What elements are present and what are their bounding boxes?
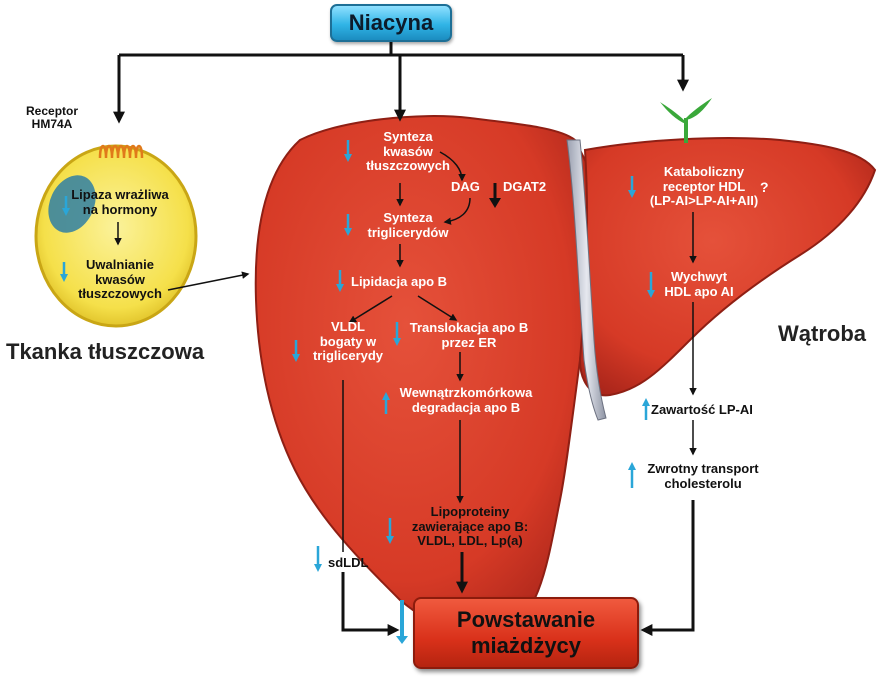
catabolic-line3: (LP-AI>LP-AI+AII)	[649, 193, 759, 209]
decrease-arrow-icon-release	[60, 262, 68, 282]
atherosclerosis-box: Powstawanie miażdżycy	[413, 597, 639, 669]
dgat2-down-arrow	[489, 183, 501, 208]
decrease-arrow-icon-hdl-uptake	[647, 272, 655, 298]
catabolic-receptor-label: Kataboliczny receptor HDL (LP-AI>LP-AI+A…	[640, 164, 768, 209]
lpai-content-label: Zawartość LP-AI	[651, 402, 753, 417]
decrease-arrow-icon-tg-synthesis	[344, 214, 352, 236]
reverse-transport-line2: cholesterolu	[664, 475, 742, 491]
increase-arrow-icon-lpai-content	[642, 398, 650, 420]
release-line1: Uwalnianie	[86, 257, 154, 272]
lipoproteins-label: Lipoproteiny zawierające apo B: VLDL, LD…	[396, 504, 544, 549]
decrease-arrow-icon-atherosclerosis	[396, 600, 408, 644]
degradation-line1: Wewnątrzkomórkowa	[399, 385, 533, 400]
fa-synthesis-line1: Synteza	[383, 129, 433, 144]
tg-synthesis-line1: Synteza	[383, 210, 433, 225]
decrease-arrow-icon-translocation	[393, 322, 401, 346]
liver-label: Wątroba	[778, 321, 866, 346]
decrease-arrow-icon-lipoproteins	[386, 518, 394, 544]
blue-arrows	[60, 140, 655, 644]
hdl-uptake-label: Wychwyt HDL apo AI	[654, 269, 744, 299]
fa-synthesis-label: Synteza kwasów tłuszczowych	[360, 129, 456, 174]
adipose-tissue-label: Tkanka tłuszczowa	[6, 339, 205, 364]
degradation-line2: degradacja apo B	[411, 399, 521, 415]
fat-cell-nucleus	[48, 175, 96, 233]
reverse-transport-label: Zwrotny transport cholesterolu	[638, 461, 768, 491]
atherosclerosis-line2: miażdżycy	[470, 633, 582, 658]
liver-left-arrows	[342, 151, 471, 552]
niacyna-box: Niacyna	[330, 4, 452, 42]
liver-left-lobe	[254, 115, 592, 639]
fa-synthesis-line3: tłuszczowych	[366, 158, 450, 174]
increase-arrow-icon-degradation	[382, 392, 390, 414]
lipoproteins-line3: VLDL, LDL, Lp(a)	[417, 533, 523, 549]
decrease-arrow-icon-catabolic	[628, 176, 636, 198]
lipoproteins-line1: Lipoproteiny	[430, 504, 510, 519]
lipase-line1: Lipaza wrażliwa	[71, 187, 169, 202]
sprout-icon	[660, 98, 712, 143]
fa-synthesis-line2: kwasów	[383, 143, 433, 159]
vldl-line1: VLDL	[331, 319, 365, 334]
catabolic-line2: receptor HDL	[662, 178, 746, 194]
decrease-arrow-icon-vldl	[292, 340, 300, 362]
decrease-arrow-icon-lipase	[62, 196, 70, 216]
liver-ligament	[566, 139, 607, 421]
catabolic-line1: Kataboliczny	[663, 164, 745, 179]
lipase-label: Lipaza wrażliwa na hormony	[62, 187, 178, 217]
tg-synthesis-line2: triglicerydów	[367, 224, 449, 240]
fatty-acid-release-label: Uwalnianie kwasów tłuszczowych	[70, 257, 170, 302]
receptor-label: Receptor HM74A	[26, 104, 79, 132]
uptake-line1: Wychwyt	[670, 269, 728, 284]
vldl-label: VLDL bogaty w triglicerydy	[302, 319, 394, 364]
atherosclerosis-line1: Powstawanie	[456, 607, 596, 633]
sdldl-label: sdLDL	[328, 555, 369, 570]
translocation-line2: przez ER	[441, 334, 497, 350]
receptor-line1: Receptor	[26, 104, 79, 118]
decrease-arrow-icon-sdldl	[314, 546, 322, 572]
dag-label: DAG	[451, 179, 480, 194]
bottom-connectors	[341, 500, 695, 636]
release-line2: kwasów	[95, 271, 145, 287]
release-line3: tłuszczowych	[78, 286, 162, 302]
translocation-label: Translokacja apo B przez ER	[403, 320, 535, 350]
vldl-line3: triglicerydy	[312, 348, 384, 364]
decrease-arrow-icon-fa-synthesis	[344, 140, 352, 162]
lipidation-label: Lipidacja apo B	[351, 274, 448, 289]
decrease-arrow-icon-lipidation	[336, 270, 344, 292]
liver-right-lobe	[578, 137, 877, 397]
degradation-label: Wewnątrzkomórkowa degradacja apo B	[392, 385, 540, 415]
dgat2-label: DGAT2	[503, 179, 547, 194]
receptor-line2: HM74A	[31, 117, 73, 132]
vldl-line2: bogaty w	[319, 333, 377, 349]
lipase-line2: na hormony	[82, 201, 158, 217]
translocation-line1: Translokacja apo B	[409, 320, 529, 335]
lipoproteins-line2: zawierające apo B:	[411, 518, 529, 534]
receptor-coil-icon	[98, 144, 144, 159]
increase-arrow-icon-reverse-transport	[628, 462, 636, 488]
uptake-line2: HDL apo AI	[664, 283, 734, 299]
question-mark: ?	[760, 179, 769, 195]
reverse-transport-line1: Zwrotny transport	[647, 461, 759, 476]
tg-synthesis-label: Synteza triglicerydów	[354, 210, 462, 240]
top-connectors	[113, 42, 689, 124]
adipose-arrows	[114, 222, 250, 291]
